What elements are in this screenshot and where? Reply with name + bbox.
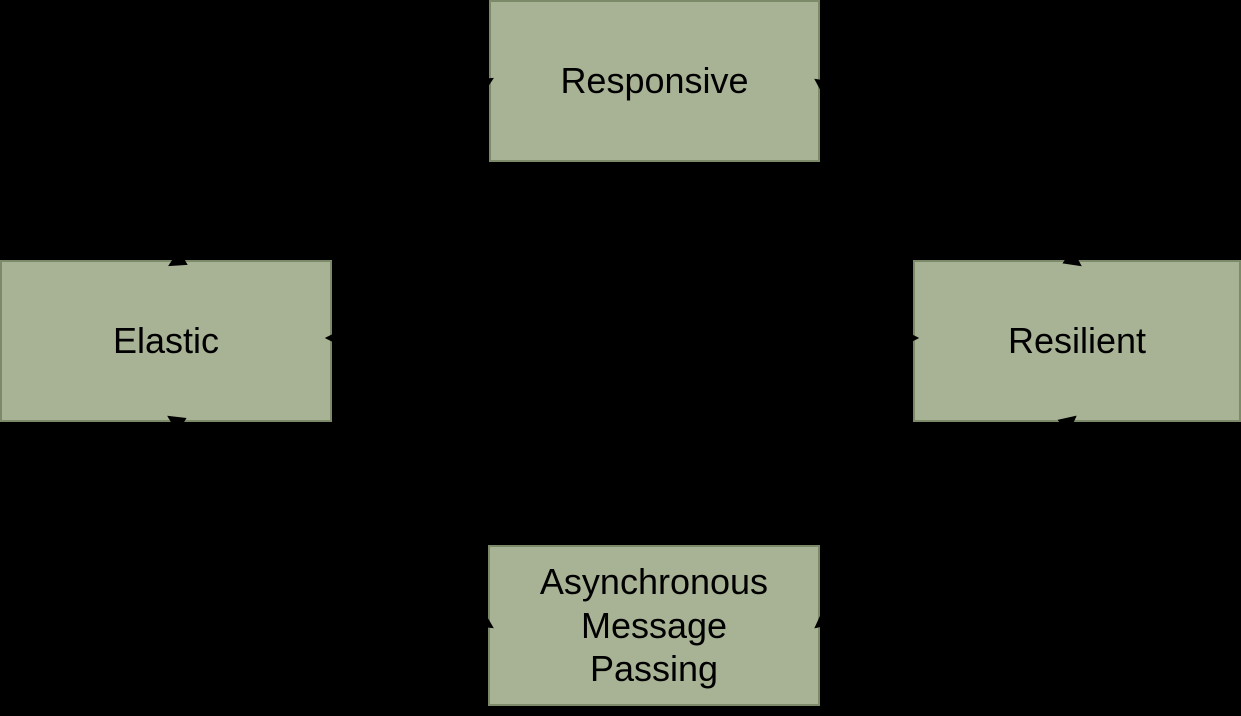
node-async-message-passing-label: Asynchronous Message Passing [539,560,769,690]
node-async-message-passing: Asynchronous Message Passing [488,545,820,706]
node-responsive: Responsive [489,0,820,162]
connector-async-resilient [814,415,1077,629]
node-elastic: Elastic [0,260,332,422]
node-resilient-label: Resilient [1007,320,1147,362]
connector-elastic-responsive [168,77,494,267]
node-resilient: Resilient [913,260,1241,422]
node-elastic-label: Elastic [112,320,220,362]
connector-resilient-responsive [814,78,1082,267]
connector-async-elastic [167,415,494,629]
node-responsive-label: Responsive [560,60,749,102]
